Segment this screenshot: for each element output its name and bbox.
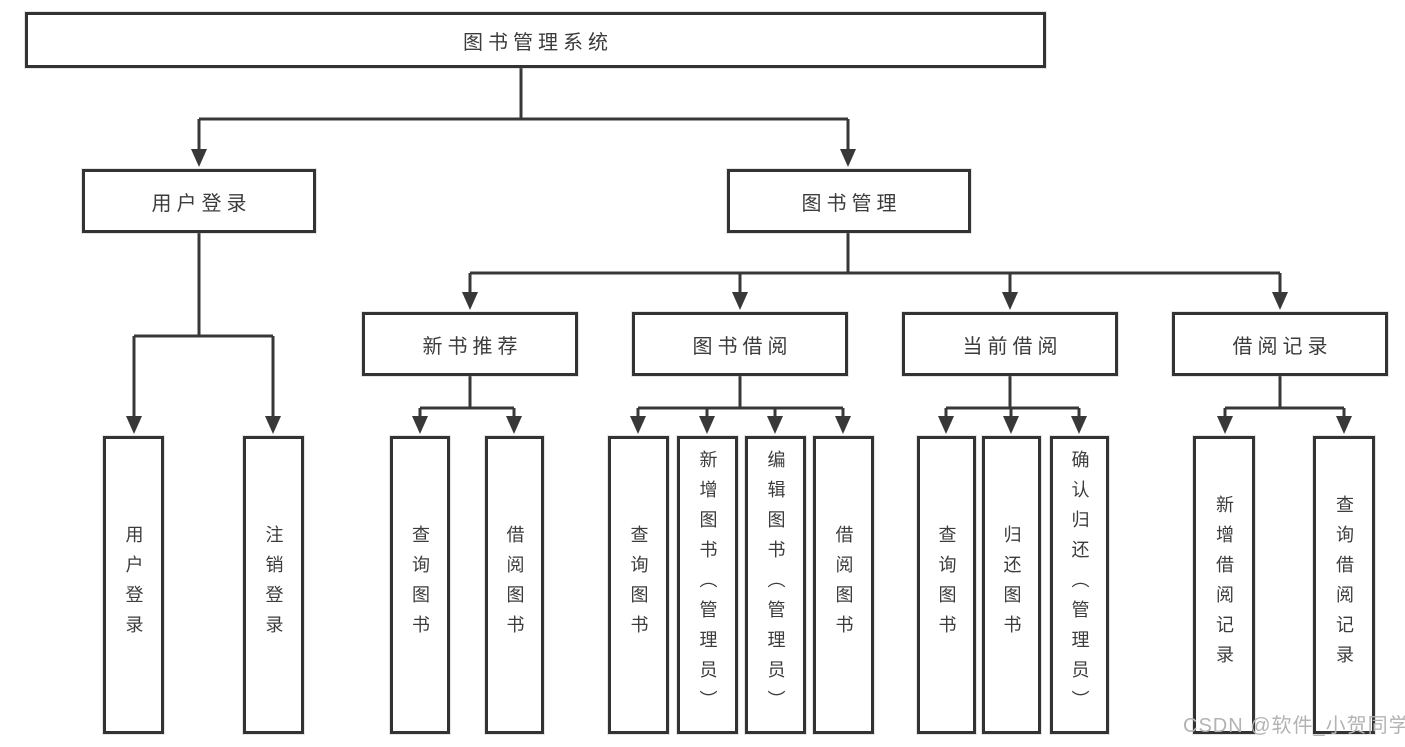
leaf-borrowing-borrow-books: 借阅图书 [813,436,874,734]
node-current-borrowing: 当前借阅 [902,312,1118,376]
leaf-current-query-books: 查询图书 [917,436,976,734]
arrow-down-icon [412,416,428,434]
arrow-down-icon [840,149,856,167]
node-book-borrowing: 图书借阅 [632,312,848,376]
leaf-current-confirm-return-admin: 确认归还（管理员） [1050,436,1109,734]
arrow-down-icon [835,416,851,434]
leaf-logout: 注销登录 [243,436,304,734]
arrow-down-icon [630,416,646,434]
leaf-newbooks-borrow-books: 借阅图书 [485,436,544,734]
arrow-down-icon [1002,292,1018,310]
node-new-book-recommendation: 新书推荐 [362,312,578,376]
arrow-down-icon [1336,416,1352,434]
arrow-down-icon [506,416,522,434]
arrow-down-icon [191,149,207,167]
connector-lines [132,68,1346,419]
arrow-down-icon [126,416,142,434]
node-book-management: 图书管理 [727,169,971,233]
arrow-down-icon [1217,416,1233,434]
leaf-newbooks-query-books: 查询图书 [390,436,450,734]
node-user-login: 用户登录 [82,169,316,233]
arrow-down-icon [1272,292,1288,310]
arrow-down-icon [1071,416,1087,434]
connector-arrowheads [126,149,1352,434]
arrow-down-icon [938,416,954,434]
watermark: CSDN @软件_小贺同学 [1183,715,1405,737]
leaf-user-login: 用户登录 [103,436,164,734]
leaf-borrowing-edit-books-admin: 编辑图书（管理员） [745,436,806,734]
node-borrowing-records: 借阅记录 [1172,312,1388,376]
node-root-system: 图书管理系统 [25,12,1046,68]
leaf-current-return-books: 归还图书 [982,436,1041,734]
arrow-down-icon [1003,416,1019,434]
leaf-records-query-record: 查询借阅记录 [1313,436,1375,734]
arrow-down-icon [265,416,281,434]
leaf-records-add-record: 新增借阅记录 [1193,436,1255,734]
arrow-down-icon [767,416,783,434]
arrow-down-icon [732,292,748,310]
arrow-down-icon [462,292,478,310]
leaf-borrowing-add-books-admin: 新增图书（管理员） [677,436,738,734]
leaf-borrowing-query-books: 查询图书 [608,436,669,734]
arrow-down-icon [699,416,715,434]
